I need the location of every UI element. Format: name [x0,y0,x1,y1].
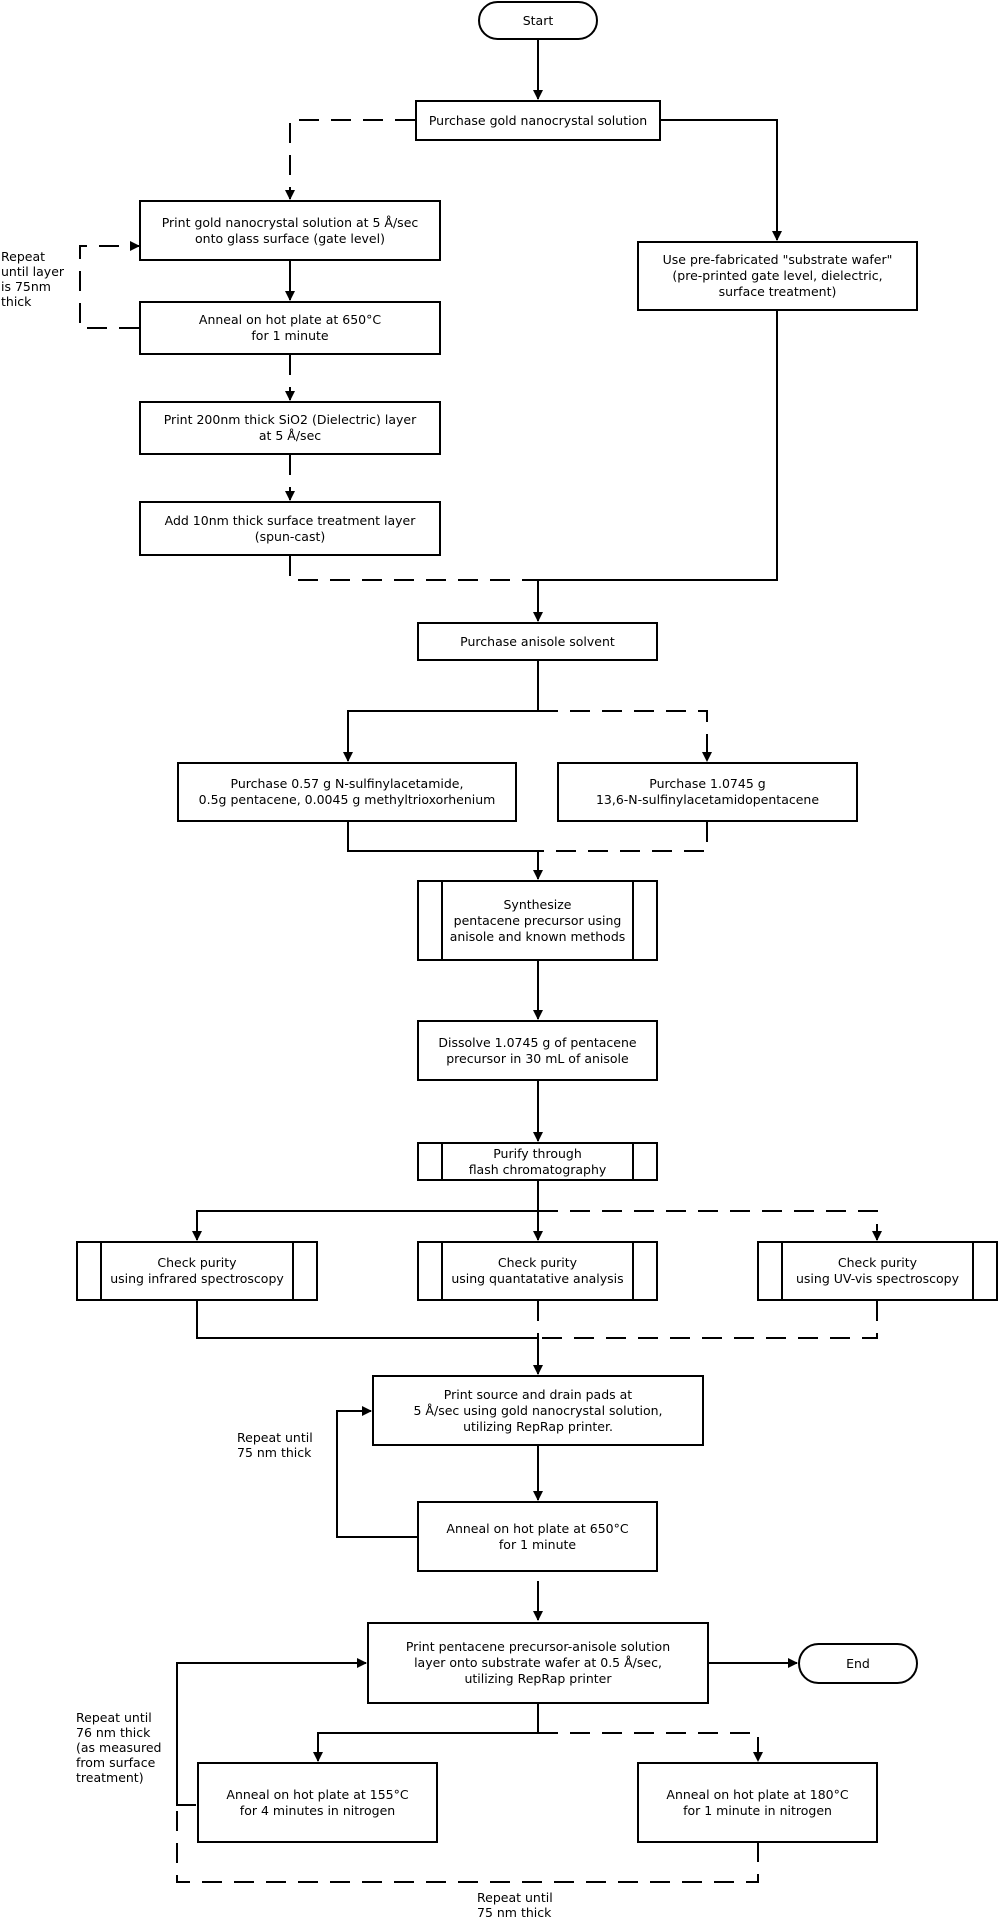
edge-anneal-155-loop-back [176,1658,367,1806]
purchase-precursor-step: Purchase 1.0745 g 13,6-N-sulfinylacetami… [557,762,858,822]
edge-pentacene-to-anneal-180 [538,1732,763,1762]
edge-anisole-to-reagents [343,661,539,762]
edge-surface-to-merge [289,556,538,581]
purchase-anisole-step: Purchase anisole solvent [417,622,658,661]
repeat-pads-note: Repeat until 75 nm thick [237,1430,313,1460]
check-quant-subprocess: Check purity using quantatative analysis [417,1241,658,1301]
dissolve-step: Dissolve 1.0745 g of pentacene precursor… [417,1020,658,1081]
end-node: End [798,1643,918,1684]
purify-subprocess: Purify through flash chromatography [417,1142,658,1181]
repeat-bottom-note: Repeat until 75 nm thick [477,1890,553,1920]
edge-ir-to-pads [196,1301,543,1375]
edge-uv-to-merge [538,1301,878,1339]
edge-prefab-to-anisole [533,311,778,622]
edge-precursor-to-merge [538,822,708,852]
surface-treatment-step: Add 10nm thick surface treatment layer (… [139,501,441,556]
edge-anneal-180-loop-back [176,1805,759,1883]
anneal-155-step: Anneal on hot plate at 155°C for 4 minut… [197,1762,438,1843]
edge-buy-gold-to-prefab [661,119,782,241]
edge-anisole-to-precursor [538,710,712,762]
print-gate-step: Print gold nanocrystal solution at 5 Å/s… [139,200,441,261]
prefab-wafer-step: Use pre-fabricated "substrate wafer" (pr… [637,241,918,311]
edge-reagents-to-synth [347,822,543,880]
edge-anneal-loop-back [336,1406,417,1538]
check-uv-subprocess: Check purity using UV-vis spectroscopy [757,1241,998,1301]
purchase-reagents-step: Purchase 0.57 g N-sulfinylacetamide, 0.5… [177,762,517,822]
anneal-180-step: Anneal on hot plate at 180°C for 1 minut… [637,1762,878,1843]
edge-purify-to-ir [192,1181,539,1241]
edge-pentacene-to-anneal-155 [313,1704,539,1762]
repeat-pentacene-note: Repeat until 76 nm thick (as measured fr… [76,1710,162,1785]
start-node: Start [478,1,598,40]
anneal-pads-step: Anneal on hot plate at 650°C for 1 minut… [417,1501,658,1572]
print-pads-step: Print source and drain pads at 5 Å/sec u… [372,1375,704,1446]
check-ir-subprocess: Check purity using infrared spectroscopy [76,1241,318,1301]
edge-anneal-gate-loop-back [79,241,140,329]
anneal-gate-step: Anneal on hot plate at 650°C for 1 minut… [139,301,441,355]
synthesize-subprocess: Synthesize pentacene precursor using ani… [417,880,658,961]
edge-buy-gold-to-print-gate [285,119,415,200]
print-pentacene-step: Print pentacene precursor-anisole soluti… [367,1622,709,1704]
repeat-gate-note: Repeat until layer is 75nm thick [1,249,65,309]
edge-purify-to-uv [538,1210,882,1241]
print-sio2-step: Print 200nm thick SiO2 (Dielectric) laye… [139,401,441,455]
purchase-gold-step: Purchase gold nanocrystal solution [415,100,661,141]
